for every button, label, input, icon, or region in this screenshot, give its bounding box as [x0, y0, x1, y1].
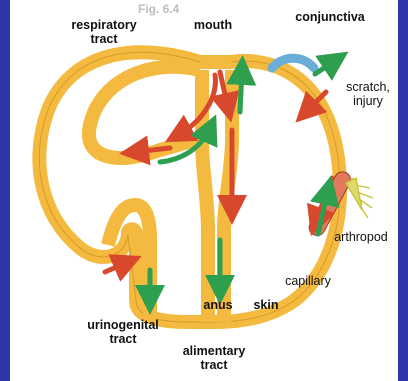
- label-arthropod: arthropod: [326, 230, 396, 244]
- conjunctiva-patch: [272, 58, 314, 68]
- label-conjunctiva: conjunctiva: [282, 10, 378, 24]
- label-urinogenital-tract: urinogenital tract: [68, 318, 178, 346]
- label-skin: skin: [246, 298, 286, 312]
- label-anus: anus: [196, 298, 240, 312]
- label-alimentary-tract: alimentary tract: [164, 344, 264, 372]
- figure-panel: Fig. 6.4: [10, 0, 398, 381]
- label-respiratory-tract: respiratory tract: [58, 18, 150, 46]
- arrow-mouth-out: [240, 70, 242, 112]
- label-scratch-injury: scratch, injury: [340, 80, 396, 108]
- label-capillary: capillary: [276, 274, 340, 288]
- respiratory-lobe: [89, 67, 202, 158]
- label-mouth: mouth: [178, 18, 248, 32]
- arthropod: [346, 178, 373, 218]
